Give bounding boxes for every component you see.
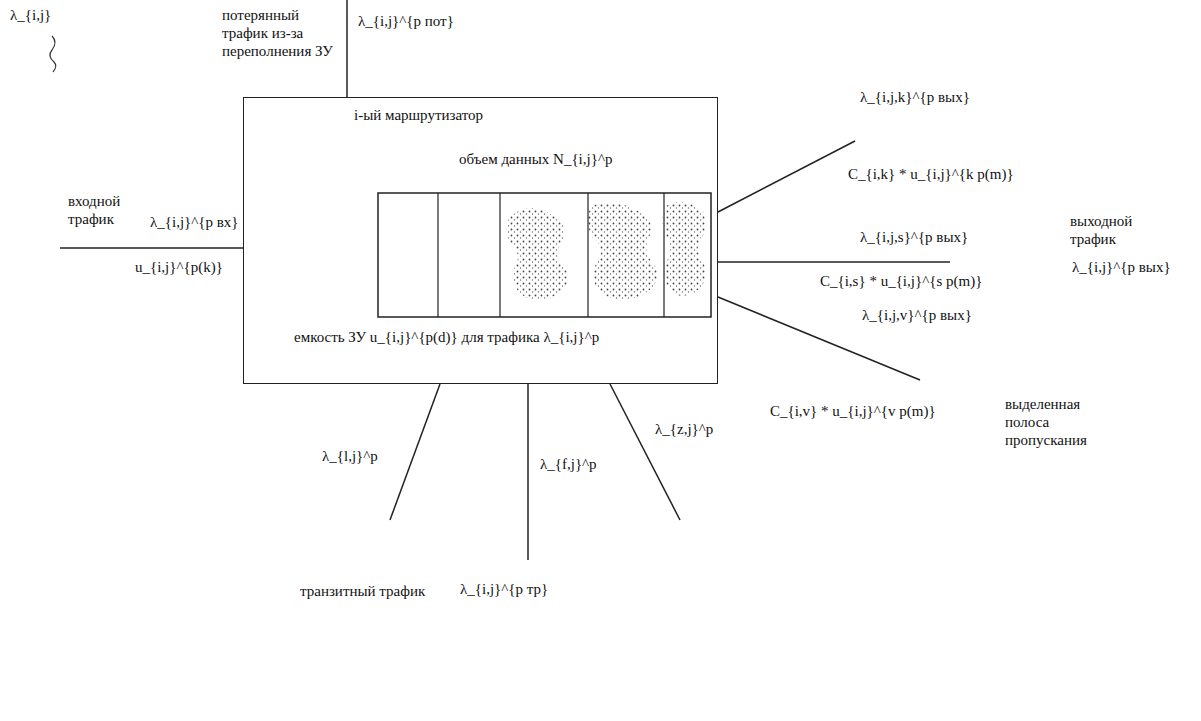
traffic-lines — [60, 0, 950, 560]
flow-symbol: λ_{i,j} — [10, 6, 51, 24]
bandwidth-caption: выделенная полоса пропускания — [1005, 395, 1115, 449]
transit-traffic-symbol: λ_{i,j}^{p тр} — [460, 580, 548, 598]
transit-traffic-caption: транзитный трафик — [300, 582, 425, 600]
lost-traffic-line — [346, 0, 348, 97]
data-cloud — [662, 202, 706, 296]
router-title: i-ый маршрутизатор — [354, 106, 483, 124]
buffer-capacity: емкость ЗУ u_{i,j}^{p(d)} для трафика λ_… — [294, 328, 599, 346]
transit-flow-symbol: λ_{z,j}^p — [655, 420, 713, 438]
output-line-s — [718, 261, 950, 263]
input-traffic-caption: входной трафик — [68, 192, 153, 228]
data-cloud — [587, 203, 657, 300]
output-traffic-symbol: λ_{i,j,s}^{p вых} — [860, 228, 968, 246]
input-traffic-symbol: λ_{i,j}^{p вх} — [150, 213, 239, 231]
lost-traffic-caption: потерянный трафик из-за переполнения ЗУ — [222, 6, 340, 60]
output-traffic-symbol: λ_{i,j}^{p вых} — [1072, 258, 1171, 276]
router-box: i-ый маршрутизатор объем данных N_{i,j}^p… — [243, 97, 718, 384]
transit-flow-symbol: λ_{l,j}^p — [322, 447, 378, 465]
output-traffic-symbol: λ_{i,j,k}^{p вых} — [860, 88, 970, 106]
input-capacity-symbol: u_{i,j}^{p(k)} — [135, 258, 223, 276]
lost-traffic-symbol: λ_{i,j}^{p пот} — [358, 12, 454, 30]
output-traffic-caption: выходной трафик — [1070, 212, 1170, 248]
bandwidth-formula: C_{i,v} * u_{i,j}^{v p(m)} — [770, 402, 936, 420]
transit-line-z — [610, 384, 680, 520]
transit-line-f — [527, 384, 529, 560]
data-cloud — [506, 208, 568, 300]
data-volume: объем данных N_{i,j}^p — [459, 150, 612, 168]
bandwidth-formula: C_{i,s} * u_{i,j}^{s p(m)} — [820, 272, 982, 290]
transit-line-l — [390, 384, 440, 520]
brace-mark — [50, 36, 56, 72]
buffer-memory — [378, 193, 711, 317]
input-line — [60, 247, 243, 249]
output-line-k — [718, 141, 855, 212]
transit-flow-symbol: λ_{f,j}^p — [540, 455, 597, 473]
bandwidth-formula: C_{i,k} * u_{i,j}^{k p(m)} — [848, 165, 1014, 183]
output-traffic-symbol: λ_{i,j,v}^{p вых} — [862, 306, 972, 324]
